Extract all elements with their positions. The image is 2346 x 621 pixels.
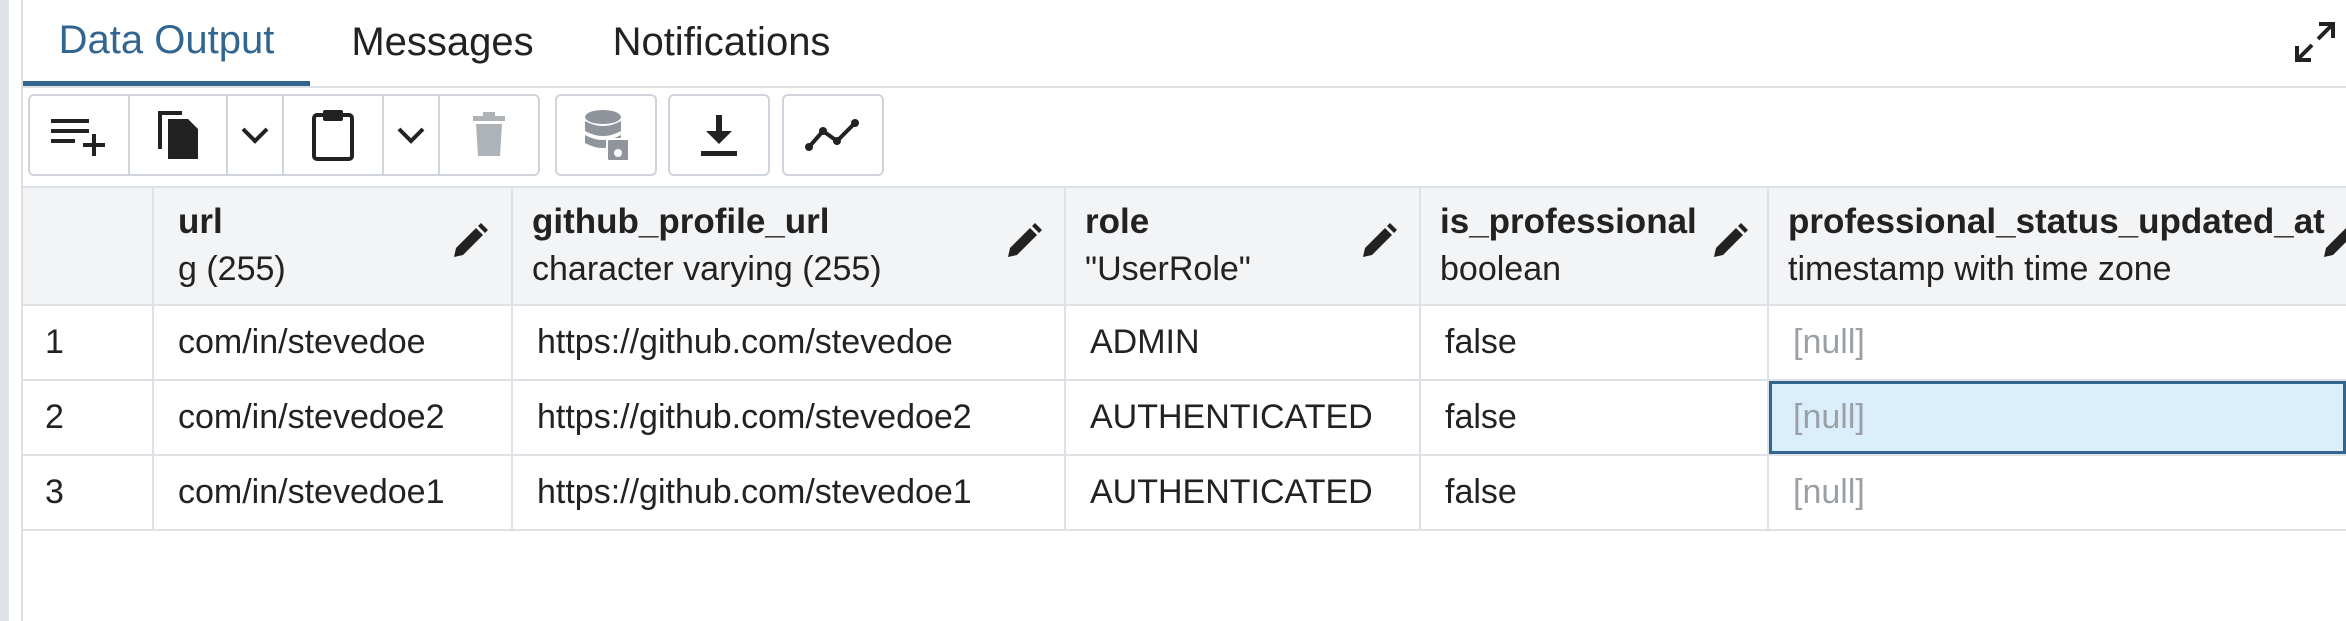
save-data-icon bbox=[585, 110, 630, 162]
cell-professional_status_updated_at[interactable]: [null] bbox=[1793, 323, 1865, 361]
row-number[interactable]: 3 bbox=[23, 456, 154, 529]
cell-github_profile_url[interactable]: https://github.com/stevedoe bbox=[513, 306, 1066, 379]
edit-column-icon[interactable] bbox=[1003, 222, 1043, 262]
edit-column-icon[interactable] bbox=[1709, 222, 1749, 262]
cell-url[interactable]: com/in/stevedoe1 bbox=[154, 456, 513, 529]
column-header-is_professional[interactable]: is_professional boolean bbox=[1421, 188, 1769, 304]
cell-is_professional[interactable]: false bbox=[1421, 456, 1769, 529]
cell-github_profile_url[interactable]: https://github.com/stevedoe2 bbox=[513, 381, 1066, 454]
expand-icon[interactable] bbox=[2291, 18, 2339, 66]
download-icon bbox=[701, 115, 737, 156]
delete-button[interactable] bbox=[438, 94, 540, 176]
cell-role[interactable]: ADMIN bbox=[1066, 306, 1421, 379]
column-name: is_professional bbox=[1440, 202, 1697, 241]
column-header-role[interactable]: role "UserRole" bbox=[1066, 188, 1421, 304]
copy-button[interactable] bbox=[128, 94, 228, 176]
cell-url[interactable]: com/in/stevedoe2 bbox=[154, 381, 513, 454]
panel-border bbox=[21, 0, 23, 621]
edit-column-icon[interactable] bbox=[2319, 222, 2346, 262]
save-data-button[interactable] bbox=[555, 94, 657, 176]
cell-role[interactable]: AUTHENTICATED bbox=[1066, 456, 1421, 529]
row-number-header bbox=[23, 188, 154, 304]
tab-notifications[interactable]: Notifications bbox=[612, 19, 831, 64]
cell-professional_status_updated_at-selected[interactable]: [null] bbox=[1769, 381, 2346, 454]
table-row: 3 com/in/stevedoe1 https://github.com/st… bbox=[23, 456, 2346, 531]
column-type: g (255) bbox=[178, 250, 286, 288]
column-name: github_profile_url bbox=[532, 202, 830, 241]
cell-is_professional[interactable]: false bbox=[1421, 381, 1769, 454]
tab-messages[interactable]: Messages bbox=[351, 19, 534, 64]
tab-data-output[interactable]: Data Output bbox=[23, 0, 310, 86]
add-row-icon bbox=[51, 119, 105, 156]
row-number[interactable]: 2 bbox=[23, 381, 154, 454]
left-panel-edge bbox=[0, 0, 9, 621]
edit-column-icon[interactable] bbox=[449, 222, 489, 262]
copy-options-button[interactable] bbox=[226, 94, 284, 176]
delete-icon bbox=[473, 112, 505, 156]
copy-icon bbox=[158, 111, 198, 159]
paste-options-button[interactable] bbox=[382, 94, 440, 176]
column-type: character varying (255) bbox=[532, 250, 882, 288]
cell-professional_status_updated_at[interactable]: [null] bbox=[1793, 473, 1865, 511]
result-tabs: Data Output Messages Notifications bbox=[23, 0, 2346, 88]
grid-header: url g (255) github_profile_url character… bbox=[23, 186, 2346, 306]
column-name: professional_status_updated_at bbox=[1788, 202, 2325, 241]
graph-icon bbox=[805, 119, 859, 151]
edit-column-icon[interactable] bbox=[1358, 222, 1398, 262]
column-type: "UserRole" bbox=[1085, 250, 1251, 288]
column-name: role bbox=[1085, 202, 1150, 241]
column-type: timestamp with time zone bbox=[1788, 250, 2172, 288]
chevron-down-icon bbox=[397, 127, 425, 144]
column-header-github_profile_url[interactable]: github_profile_url character varying (25… bbox=[513, 188, 1066, 304]
paste-icon bbox=[312, 110, 354, 161]
table-row: 2 com/in/stevedoe2 https://github.com/st… bbox=[23, 381, 2346, 456]
column-name: url bbox=[178, 202, 223, 241]
column-header-url[interactable]: url g (255) bbox=[154, 188, 513, 304]
cell-role[interactable]: AUTHENTICATED bbox=[1066, 381, 1421, 454]
download-button[interactable] bbox=[668, 94, 770, 176]
column-header-professional_status_updated_at[interactable]: professional_status_updated_at timestamp… bbox=[1769, 188, 2346, 304]
paste-button[interactable] bbox=[282, 94, 384, 176]
graph-visualiser-button[interactable] bbox=[782, 94, 884, 176]
chevron-down-icon bbox=[241, 127, 269, 144]
row-number[interactable]: 1 bbox=[23, 306, 154, 379]
add-row-button[interactable] bbox=[28, 94, 130, 176]
cell-is_professional[interactable]: false bbox=[1421, 306, 1769, 379]
column-type: boolean bbox=[1440, 250, 1562, 288]
cell-url[interactable]: com/in/stevedoe bbox=[154, 306, 513, 379]
table-row: 1 com/in/stevedoe https://github.com/ste… bbox=[23, 306, 2346, 381]
cell-github_profile_url[interactable]: https://github.com/stevedoe1 bbox=[513, 456, 1066, 529]
